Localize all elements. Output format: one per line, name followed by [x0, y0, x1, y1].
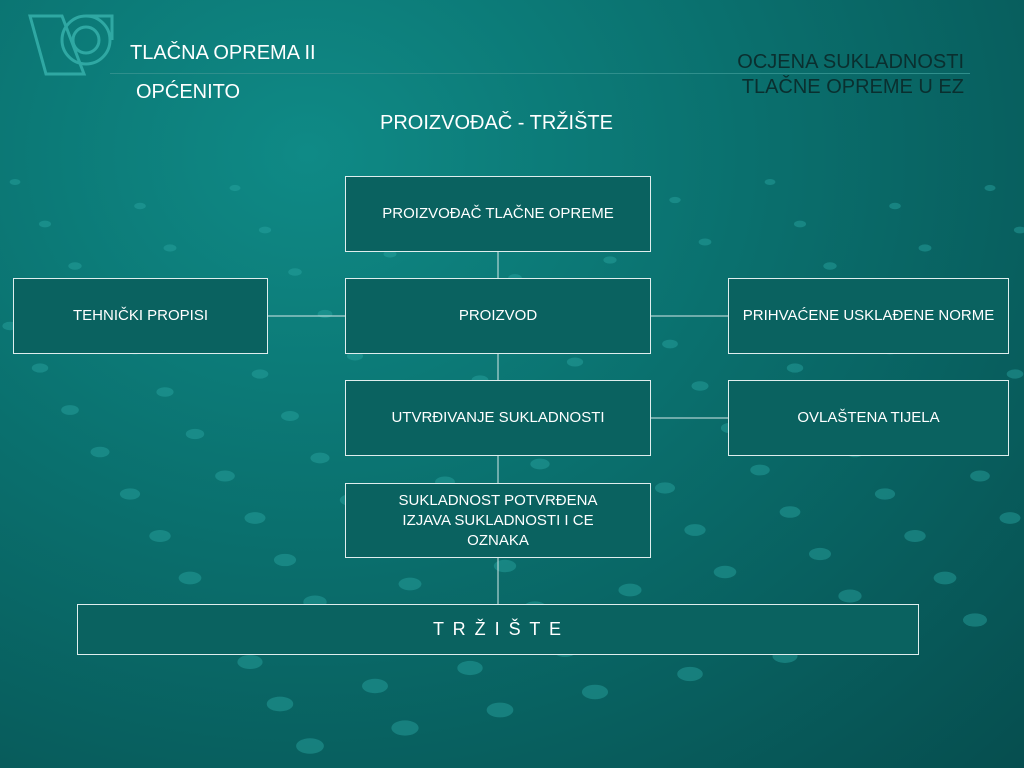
background-dot: [793, 220, 807, 228]
background-dot: [229, 184, 241, 192]
background-dot: [618, 583, 642, 597]
node-harmonized-standards: PRIHVAĆENE USKLAĐENE NORME: [728, 278, 1009, 354]
node-manufacturer: PROIZVOĐAČ TLAČNE OPREME: [345, 176, 651, 252]
background-dot: [273, 553, 297, 567]
header-subtitle: OPĆENITO: [136, 81, 241, 103]
background-dot: [677, 666, 703, 682]
background-dot: [999, 512, 1021, 524]
background-dot: [904, 530, 926, 542]
header-divider: [110, 73, 970, 74]
background-dot: [493, 559, 517, 573]
background-dot: [237, 654, 263, 670]
background-dot: [9, 178, 21, 186]
background-dot: [310, 452, 330, 464]
background-dot: [119, 488, 141, 500]
background-dot: [750, 464, 770, 476]
background-dot: [669, 196, 681, 204]
background-dot: [889, 202, 901, 210]
background-dot: [266, 696, 294, 712]
node-product: PROIZVOD: [345, 278, 651, 354]
background-dot: [215, 470, 235, 482]
background-dot: [149, 530, 171, 542]
background-dot: [779, 506, 801, 518]
background-dot: [654, 482, 676, 494]
background-dot: [984, 184, 996, 192]
background-dot: [566, 357, 584, 367]
background-dot: [68, 262, 82, 270]
background-dot: [31, 363, 49, 373]
background-dot: [457, 660, 483, 676]
background-dot: [970, 470, 990, 482]
header-title: TLAČNA OPREMA II: [130, 42, 316, 64]
background-dot: [486, 702, 514, 718]
background-dot: [398, 577, 422, 591]
slide-heading: PROIZVOĐAČ - TRŽIŠTE: [380, 112, 613, 134]
background-dot: [1013, 226, 1024, 234]
background-dot: [134, 202, 146, 210]
background-dot: [391, 720, 419, 736]
background-dot: [918, 244, 932, 252]
background-dot: [684, 524, 706, 536]
background-dot: [288, 268, 302, 276]
node-notified-bodies: OVLAŠTENA TIJELA: [728, 380, 1009, 456]
background-dot: [156, 387, 174, 397]
background-dot: [823, 262, 837, 270]
node-conformity-confirmed: SUKLADNOST POTVRĐENA IZJAVA SUKLADNOSTI …: [345, 483, 651, 558]
section-title-line2: TLAČNE OPREME U EZ: [741, 76, 964, 98]
background-dot: [362, 678, 388, 694]
logo-icon: [28, 14, 114, 76]
background-dot: [178, 571, 202, 585]
node-conformity-assessment: UTVRĐIVANJE SUKLADNOSTI: [345, 380, 651, 456]
background-dot: [61, 405, 79, 415]
background-dot: [963, 613, 987, 627]
background-dot: [185, 428, 205, 440]
background-dot: [838, 589, 862, 603]
background-dot: [163, 244, 177, 252]
section-title: OCJENA SUKLADNOSTI TLAČNE OPREME U EZ: [737, 50, 964, 100]
background-dot: [1006, 369, 1024, 379]
background-dot: [874, 488, 896, 500]
background-dot: [244, 512, 266, 524]
background-dot: [383, 250, 397, 258]
background-dot: [530, 458, 550, 470]
background-dot: [258, 226, 272, 234]
background-dot: [581, 684, 609, 700]
background-dot: [662, 339, 678, 349]
background-dot: [713, 565, 737, 579]
background-dot: [296, 738, 324, 754]
background-dot: [698, 238, 712, 246]
section-title-line1: OCJENA SUKLADNOSTI: [737, 51, 964, 73]
background-dot: [603, 256, 617, 264]
background-dot: [38, 220, 52, 228]
background-dot: [808, 547, 832, 561]
background-dot: [90, 446, 110, 458]
node-technical-regulations: TEHNIČKI PROPISI: [13, 278, 268, 354]
background-dot: [251, 369, 269, 379]
node-market: T R Ž I Š T E: [77, 604, 919, 655]
background-dot: [764, 178, 776, 186]
background-dot: [933, 571, 957, 585]
background-dot: [281, 411, 299, 421]
background-dot: [691, 381, 709, 391]
background-dot: [786, 363, 804, 373]
